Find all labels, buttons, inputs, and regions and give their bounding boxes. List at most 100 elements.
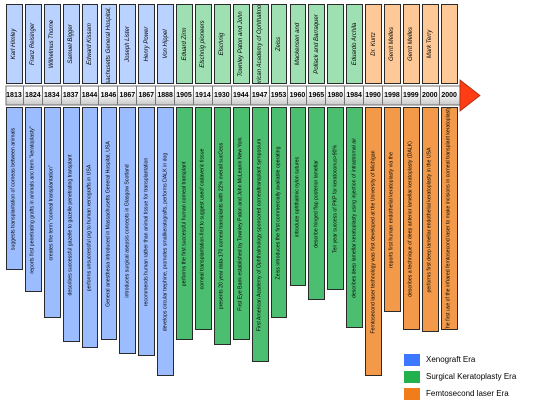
event-description: reports first penetrating grafts in anim… — [29, 125, 36, 274]
event-year: 1953 — [270, 86, 289, 105]
event-description-box: Zeiss introduces the first commercially … — [270, 107, 288, 318]
event-description-box: introduces surgical asepsis concepts in … — [119, 107, 137, 354]
event-name-box: Townley Paton and John — [232, 4, 250, 84]
event-description-box: performs unsuccessful pig to human xenog… — [81, 107, 99, 348]
event-name-box: Henry Power — [138, 4, 156, 84]
event-description: corneal transplantation-first to suggest… — [199, 148, 206, 289]
event-year: 1888 — [156, 86, 176, 105]
event-year: 1944 — [232, 86, 251, 105]
event-description: recommends human rather than animal tiss… — [143, 157, 150, 306]
event-name: Zeiss — [276, 36, 283, 52]
event-name-box: Wilhelmus Thorne — [43, 4, 61, 84]
legend-item-xenograft: Xenograft Era — [404, 354, 544, 366]
event-description-box: describes a technique of deep anterior l… — [402, 107, 420, 330]
event-description: introduces surgical asepsis concepts in … — [124, 163, 131, 298]
event-year: 1844 — [81, 86, 100, 105]
event-description: Femtosecond laser technology was first d… — [369, 149, 376, 334]
event-year: 1914 — [194, 86, 213, 105]
event-name: Gerrit Melles — [389, 26, 396, 62]
event-year: 1998 — [383, 86, 402, 105]
event-name-box: Mackensen and — [289, 4, 307, 84]
event-name: Elschnig — [219, 32, 226, 56]
event-description: describes successful gazelle to gazelle … — [67, 153, 74, 296]
legend-swatch-xenograft — [404, 354, 420, 366]
event-year: 2000 — [441, 92, 457, 99]
event-description: suggests transplantation of corneas betw… — [10, 127, 17, 250]
legend-swatch-surgical — [404, 371, 420, 383]
event-description: performs unsuccessful pig to human xenog… — [86, 164, 93, 291]
legend-label-surgical: Surgical Keratoplasty Era — [426, 372, 517, 381]
event-name-box: Gerrit Melles — [384, 4, 401, 84]
event-description-box: creates the term "corneal transplantatio… — [43, 107, 61, 318]
event-name: Elschnig pioneers — [200, 20, 207, 68]
event-year: 1837 — [62, 86, 81, 105]
event-name-box: Eduardo Archila — [346, 4, 364, 84]
event-description: performs first deep lamellar endothelial… — [426, 146, 433, 293]
event-name: Pollack and Barraquer — [313, 14, 320, 74]
event-year: 1999 — [402, 86, 421, 105]
event-name: Henry Power — [143, 26, 150, 62]
event-description-box: Ten year success of PKP for keratoconus>… — [327, 107, 345, 290]
event-name-box — [440, 4, 458, 84]
event-description-box: corneal transplantation-first to suggest… — [195, 107, 212, 330]
event-name-box: Zeiss — [270, 4, 288, 84]
event-name-box: Elschnig — [213, 4, 231, 84]
event-year: 1867 — [118, 86, 138, 105]
event-year: 1824 — [24, 86, 43, 105]
event-description-box: performs first deep lamellar endothelial… — [421, 107, 439, 332]
event-description: Ten year success of PKP for keratoconus>… — [332, 144, 339, 253]
event-description-box: develops circular trephine, promotes sma… — [157, 107, 175, 376]
legend-label-xenograft: Xenograft Era — [426, 355, 476, 364]
event-year: 1813 — [5, 86, 24, 105]
event-name-box: Elschnig pioneers — [195, 4, 212, 84]
event-name-box: American Academy of Ophthalmology — [251, 4, 269, 84]
event-description-box: describes deep lamellar keratoplasty usi… — [346, 107, 364, 328]
event-description: First Eye Bank established by Townley Pa… — [237, 136, 244, 311]
event-year: 1867 — [137, 86, 157, 105]
event-description: describes a technique of deep anterior l… — [407, 140, 414, 297]
event-name: Von Hippel — [162, 29, 169, 59]
event-year: 1834 — [43, 86, 62, 105]
event-name-box: Eduard Zirm — [176, 4, 193, 84]
event-description: reports first human endothelial keratopl… — [388, 151, 395, 268]
event-year: 1984 — [345, 86, 365, 105]
event-description-box: reports first human endothelial keratopl… — [384, 107, 401, 312]
event-description: creates the term "corneal transplantatio… — [48, 164, 55, 261]
event-name: Massachusetts General Hospital, USA — [105, 4, 112, 84]
event-year: 1990 — [364, 86, 383, 105]
event-year: 1905 — [175, 86, 194, 105]
event-year: 1947 — [251, 86, 270, 105]
legend-item-femtosecond: Femtosecond laser Era — [404, 388, 544, 400]
event-year: 1930 — [213, 86, 232, 105]
event-description-box: performs the first successful human corn… — [176, 107, 193, 340]
event-name-box: Karl Himley — [6, 4, 23, 84]
event-name: American Academy of Ophthalmology — [257, 4, 264, 84]
event-description: performs the first successful human corn… — [180, 161, 187, 286]
event-name-box: Massachusetts General Hospital, USA — [100, 4, 118, 84]
event-year: 2000 — [421, 86, 440, 105]
timeline-arrow-head — [459, 79, 481, 112]
event-year: 1980 — [326, 86, 346, 105]
legend-swatch-femtosecond — [404, 388, 420, 400]
event-name: Mark Terry — [427, 29, 434, 59]
event-name: Wilhelmus Thorne — [49, 19, 56, 69]
event-name-box — [327, 4, 345, 84]
event-name-box: Gerrit Melles — [402, 4, 420, 84]
event-description: General anesthesia introduced in Massach… — [105, 140, 112, 307]
event-name: Townley Paton and John — [238, 11, 245, 77]
event-name-box: Von Hippel — [157, 4, 175, 84]
event-description: describe hinged flap posterior lamellar — [313, 159, 320, 248]
event-description-box: Femtosecond laser technology was first d… — [365, 107, 382, 376]
event-description: Zeiss introduces the first commercially … — [275, 146, 282, 279]
event-description: First American Academy of Ophthalmology … — [256, 138, 263, 331]
event-name-box: Edward Kissam — [81, 4, 99, 84]
event-description-box: The first use of the infrared femtosecon… — [440, 107, 458, 330]
event-name: Franz Reisinger — [30, 22, 37, 66]
event-year: 1960 — [289, 86, 308, 105]
event-description-box: introduce ophthalmic nylon sutures — [289, 107, 307, 286]
event-description: presents 20 year data-170 corneal transp… — [218, 142, 225, 310]
event-description-box: suggests transplantation of corneas betw… — [6, 107, 23, 270]
event-description-box: presents 20 year data-170 corneal transp… — [213, 107, 231, 345]
